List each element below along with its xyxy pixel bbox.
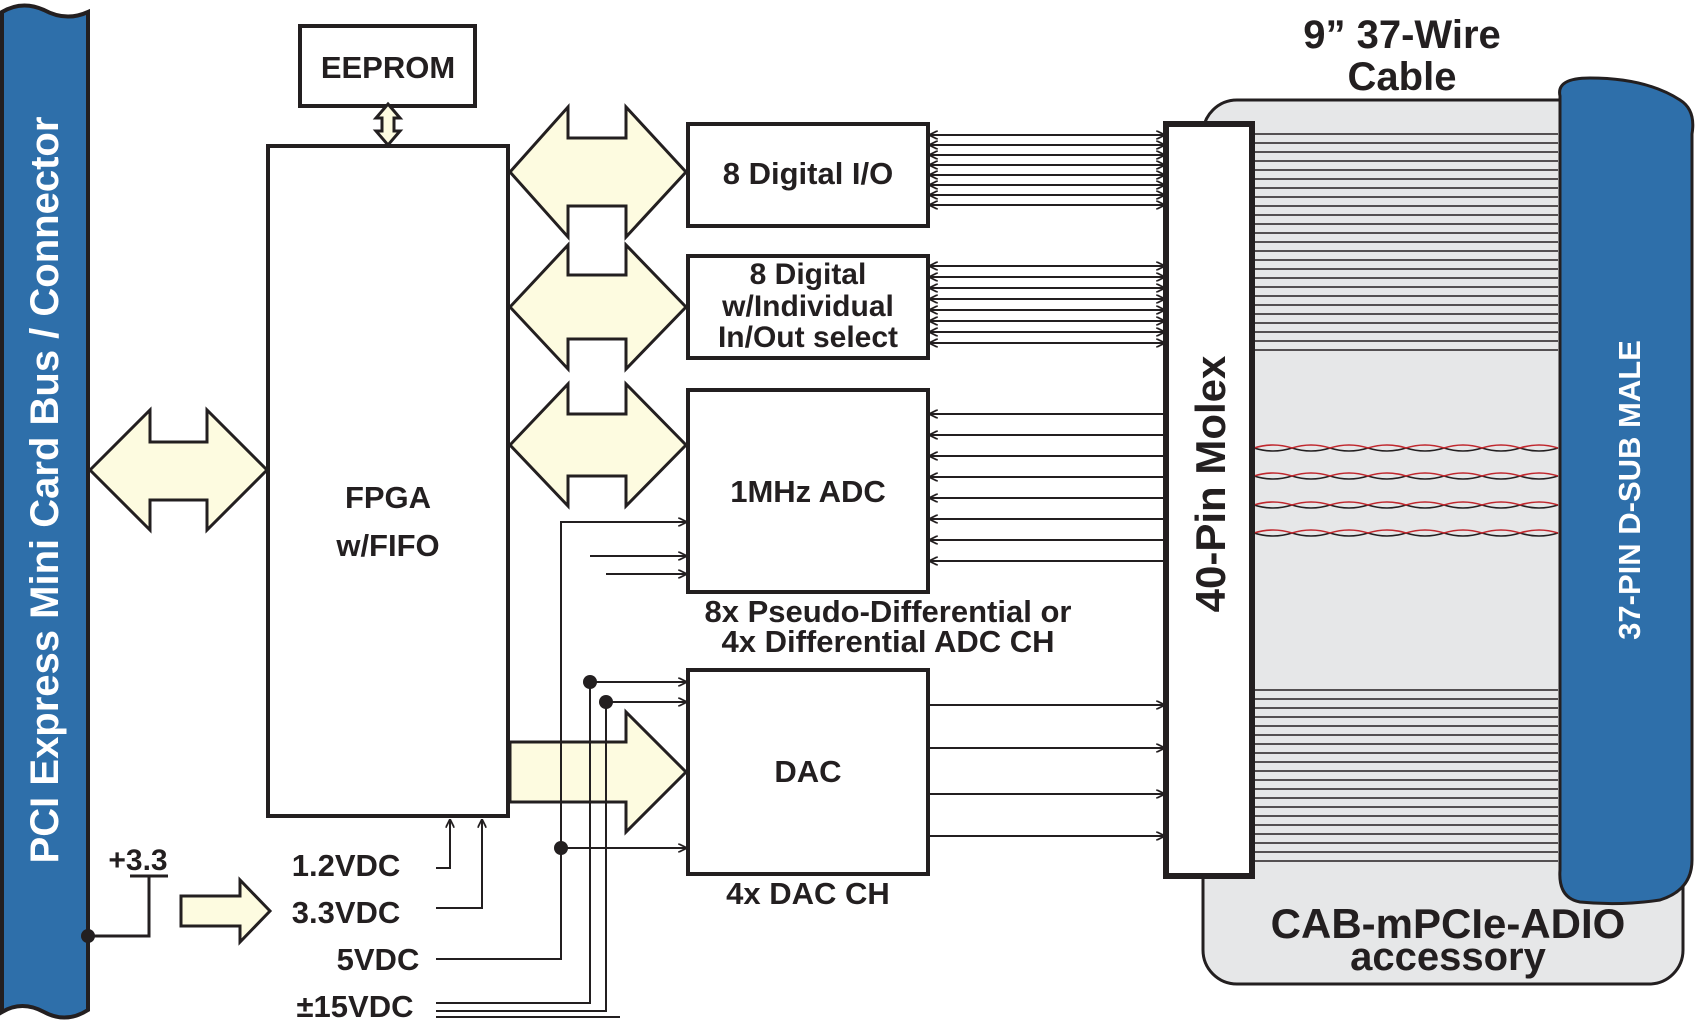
cable-label-line1: 9” 37-Wire [1303,13,1501,57]
fpga-label-line2: w/FIFO [335,528,439,563]
power-1v2-label: 1.2VDC [292,848,401,883]
accessory-label-line1: CAB-mPCIe-ADIO [1271,900,1626,947]
fpga-adc-arrow [507,380,689,510]
dio-select-label-line1: 8 Digital [750,258,867,291]
fpga-dio-select-arrow [507,241,689,373]
dio-select-block [686,254,930,360]
fpga-label-line1: FPGA [345,480,431,515]
eeprom-label: EEPROM [321,50,455,85]
dio-block [686,122,930,228]
fpga-dac-arrow [508,708,689,836]
molex-header [1163,121,1255,879]
dio-signal-lines [930,135,1164,205]
dio-select-signal-lines [930,266,1164,343]
adc-label: 1MHz ADC [730,474,886,509]
twisted-pair-wire [1253,472,1559,477]
adc-block [686,388,930,594]
dsub-label: 37-PIN D-SUB MALE [1612,340,1647,640]
eeprom-link-arrow [372,101,404,148]
twisted-pairs [1253,444,1559,537]
dio-select-label-line2: w/Individual [721,290,894,323]
power-supply-arrow [179,876,273,946]
twisted-pair-wire [1253,529,1559,534]
dac-block [686,668,930,876]
dsub-connector [1558,76,1695,906]
twisted-pair-wire [1253,501,1559,506]
eeprom-block [298,24,477,108]
dio-select-label-line3: In/Out select [718,321,898,354]
power-wiring [436,522,686,1018]
power-5v-label: 5VDC [337,942,420,977]
twisted-pair-wire [1253,444,1559,449]
adc-caption-line2: 4x Differential ADC CH [721,624,1054,659]
power-in-junction [81,929,95,943]
adc-signal-lines [930,414,1164,561]
power-15v-label: ±15VDC [297,989,414,1024]
dac-label: DAC [774,754,841,789]
dio-label: 8 Digital I/O [723,156,894,191]
power-in-label: +3.3 [108,844,167,877]
cable-label-line2: Cable [1348,55,1457,99]
dac-caption: 4x DAC CH [726,876,890,911]
pci-bus-label: PCI Express Mini Card Bus / Connector [23,117,67,864]
power-3v3-label: 3.3VDC [292,895,401,930]
accessory-label-line2: accessory [1350,935,1546,979]
adc-caption-line1: 8x Pseudo-Differential or [705,594,1072,629]
molex-label: 40-Pin Molex [1187,355,1234,612]
dac-signal-lines [930,705,1164,836]
ribbon-wires [1254,133,1558,862]
fpga-dio-arrow [507,103,689,241]
power-in-wire [88,876,151,938]
pci-bus-bar [0,3,90,1020]
fpga-block [266,144,510,818]
bus-fpga-arrow [87,406,270,534]
